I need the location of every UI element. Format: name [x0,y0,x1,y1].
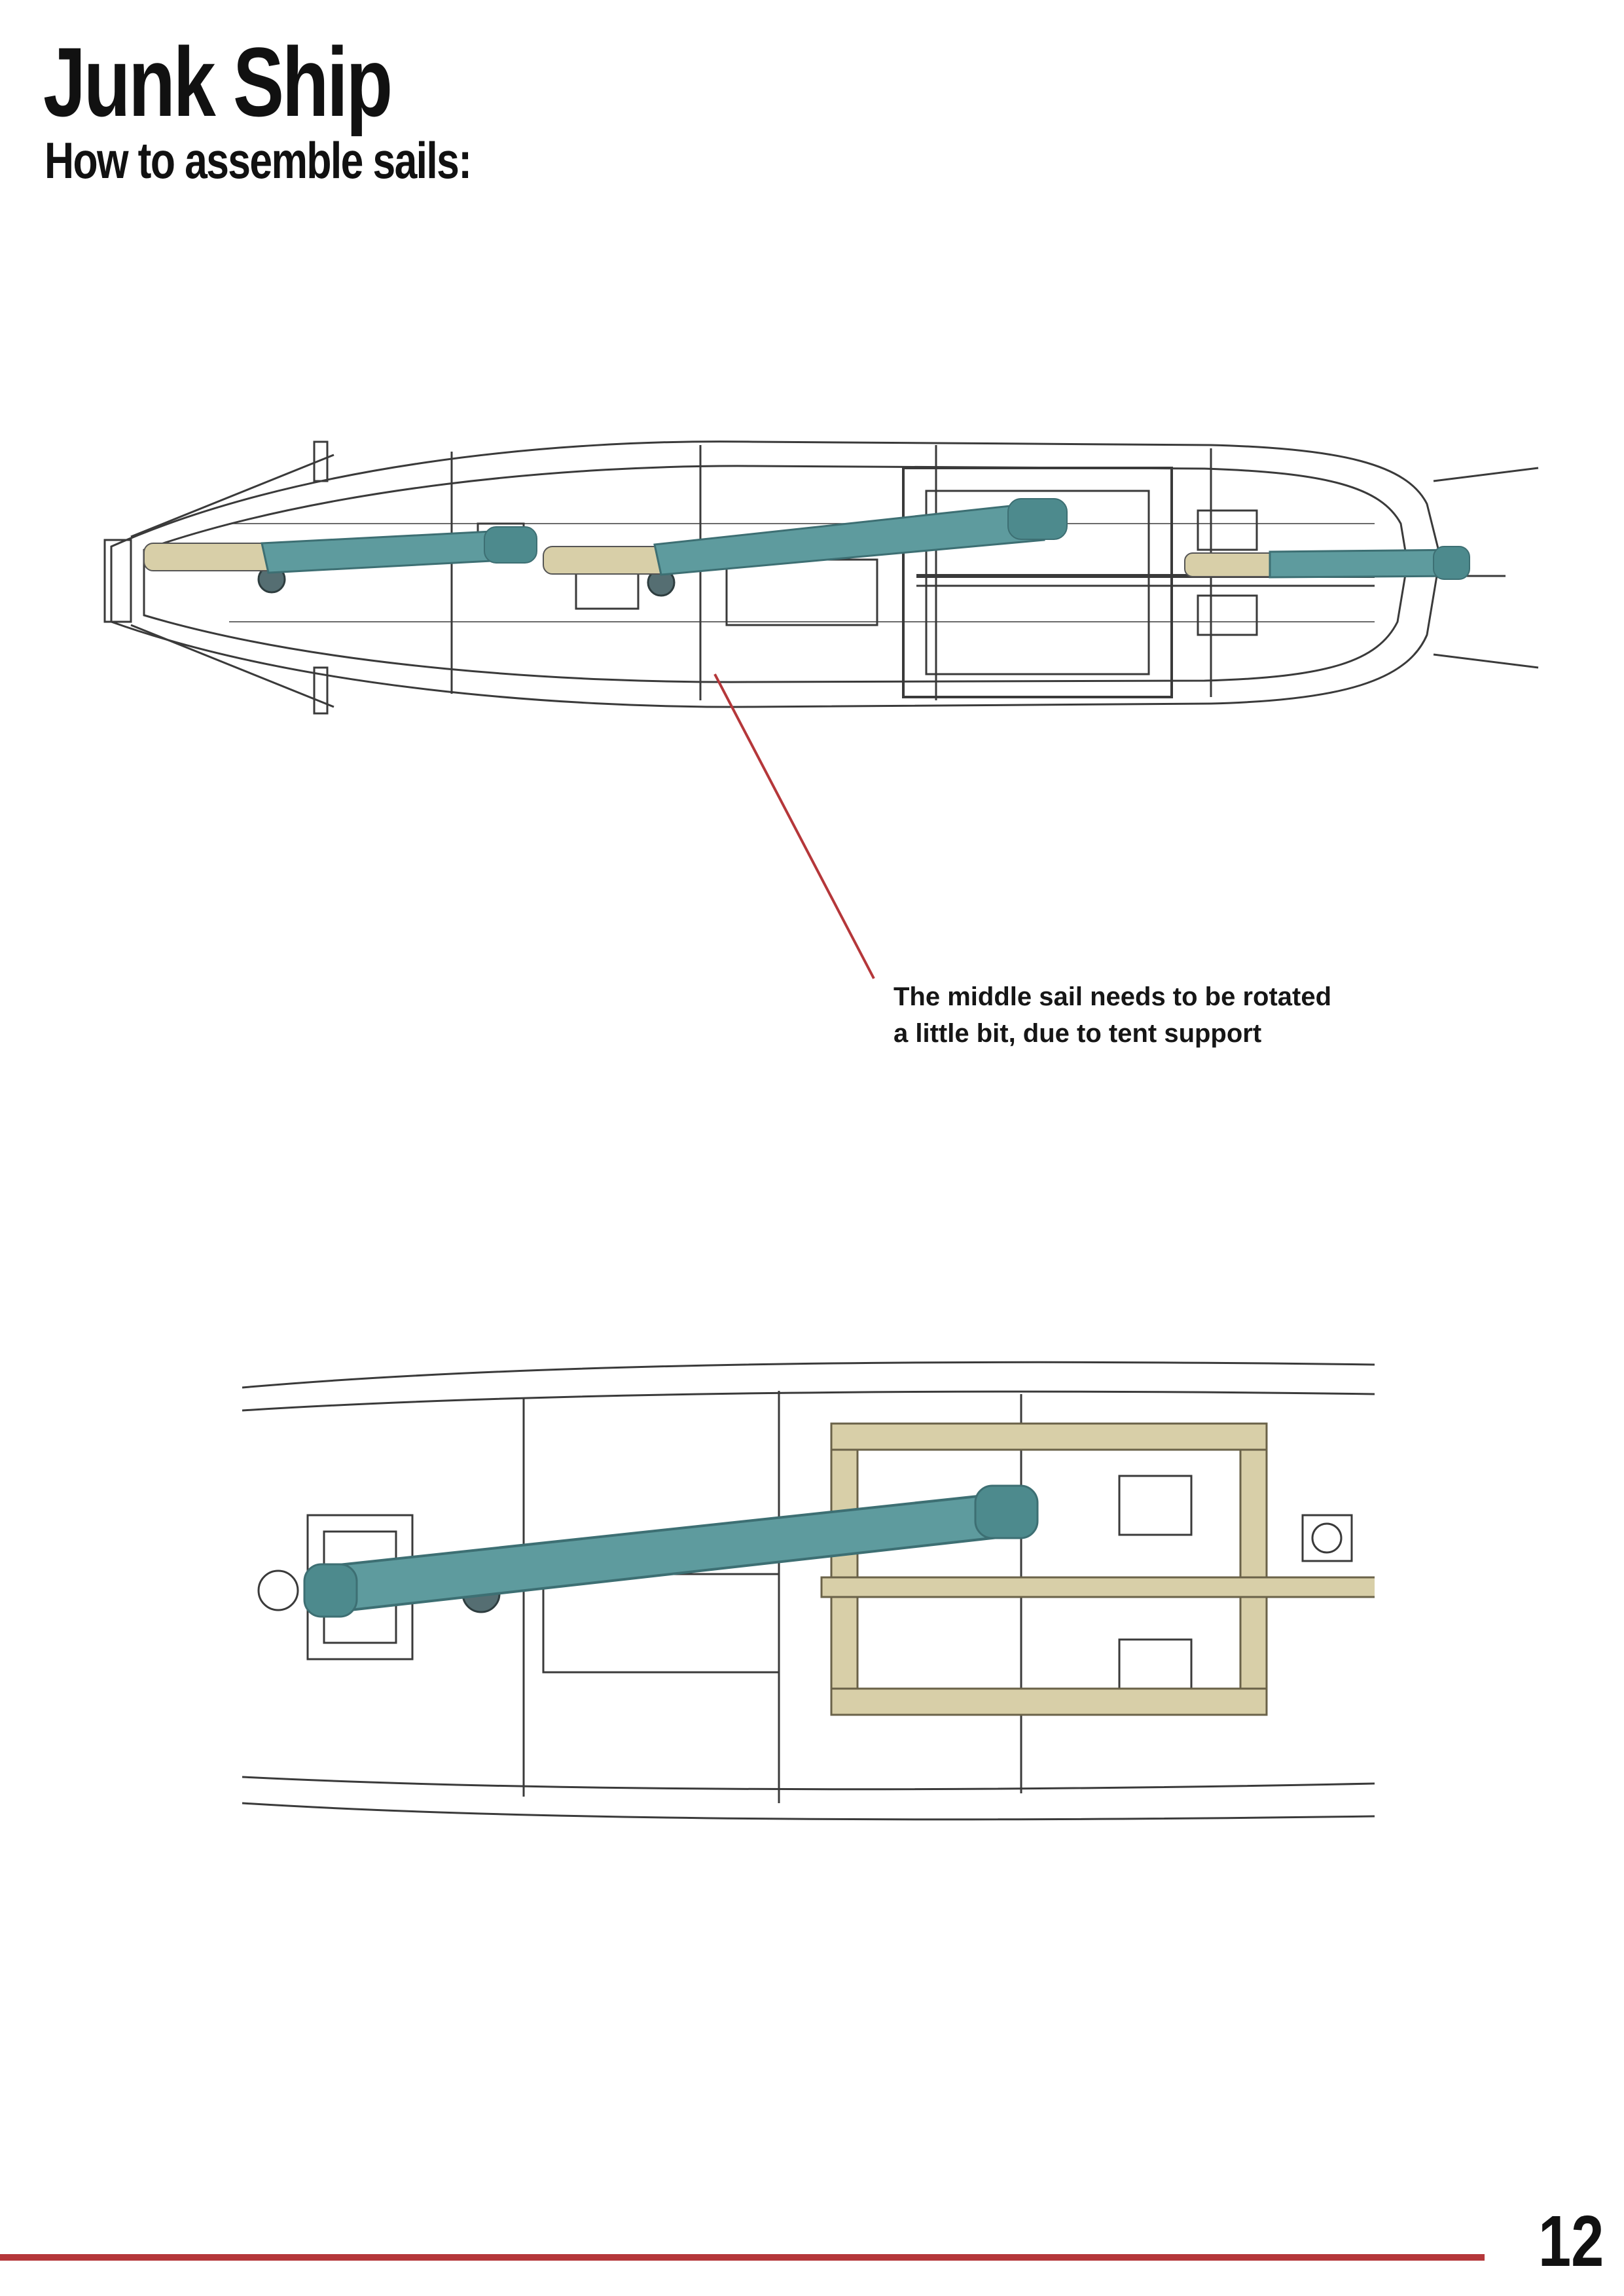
page-title: Junk Ship [43,27,393,137]
callout-line-2: a little bit, due to tent support [893,1019,1262,1048]
footer-divider-bar [0,2254,1485,2261]
middle-sail-closeup-illustration [242,1361,1375,1821]
ship-top-view-illustration [103,440,1539,715]
callout-note: The middle sail needs to be rotated a li… [893,978,1430,1052]
page-subtitle: How to assemble sails: [45,132,472,189]
page-number: 12 [1538,2201,1604,2282]
callout-line-1: The middle sail needs to be rotated [893,982,1332,1011]
